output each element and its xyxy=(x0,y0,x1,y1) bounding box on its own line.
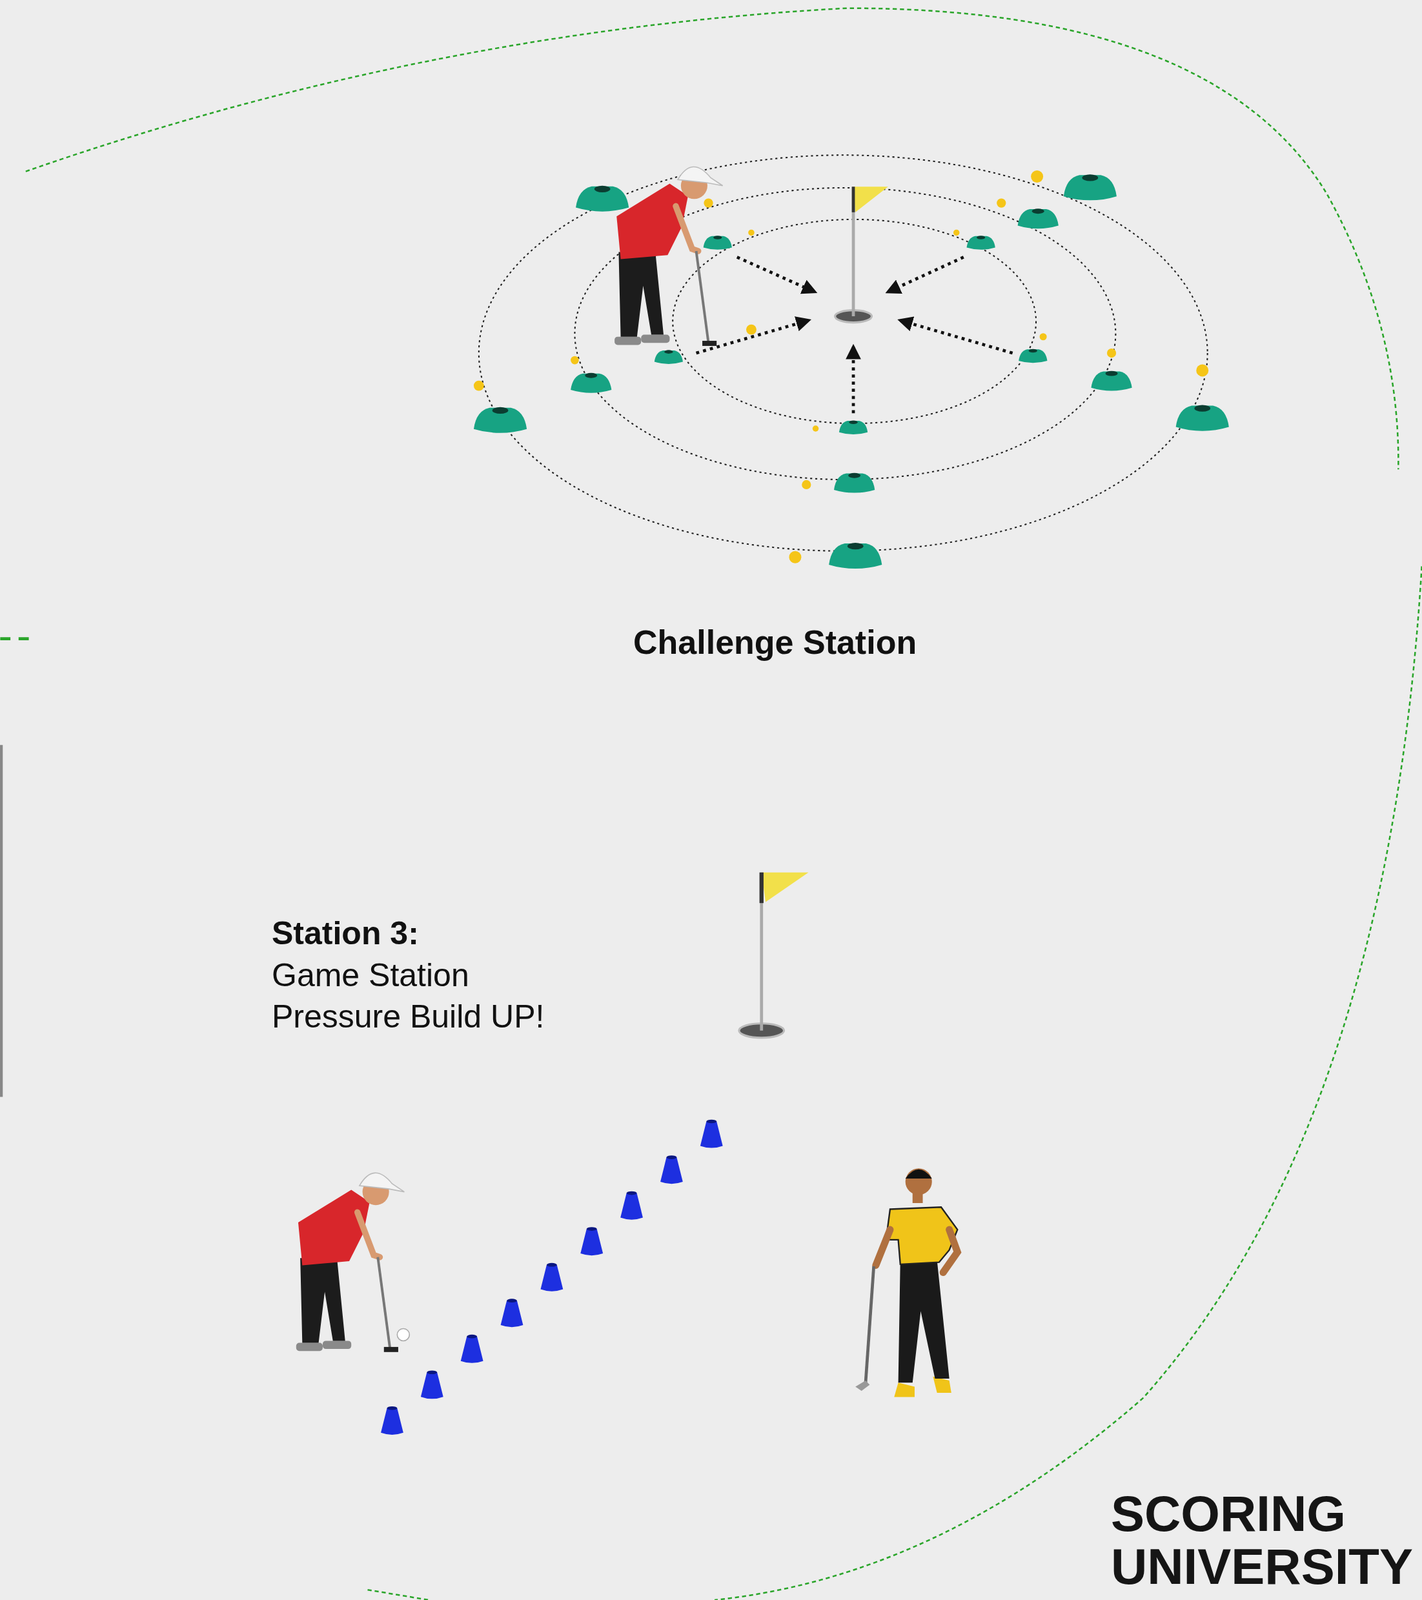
golf-ball xyxy=(396,1328,410,1341)
station-number: Station 3: xyxy=(271,916,419,951)
hole-and-flag xyxy=(835,186,889,323)
station-name: Game Station xyxy=(271,958,470,993)
station-subtitle: Pressure Build UP! xyxy=(271,999,545,1035)
station-title: Challenge Station xyxy=(633,624,917,661)
marker-cones xyxy=(473,174,1230,569)
golfer-figure xyxy=(296,1172,405,1352)
blue-cone-line xyxy=(380,1119,723,1435)
golfer-figure xyxy=(614,166,723,346)
practice-area-boundary xyxy=(0,8,1422,1600)
logo-watermark: SCORING UNIVERSITY xyxy=(1110,1487,1413,1594)
panel-edge xyxy=(0,744,3,1097)
golf-balls xyxy=(473,170,1209,564)
station-flag xyxy=(739,872,809,1038)
coach-figure xyxy=(855,1168,958,1397)
target-rings xyxy=(478,154,1208,551)
